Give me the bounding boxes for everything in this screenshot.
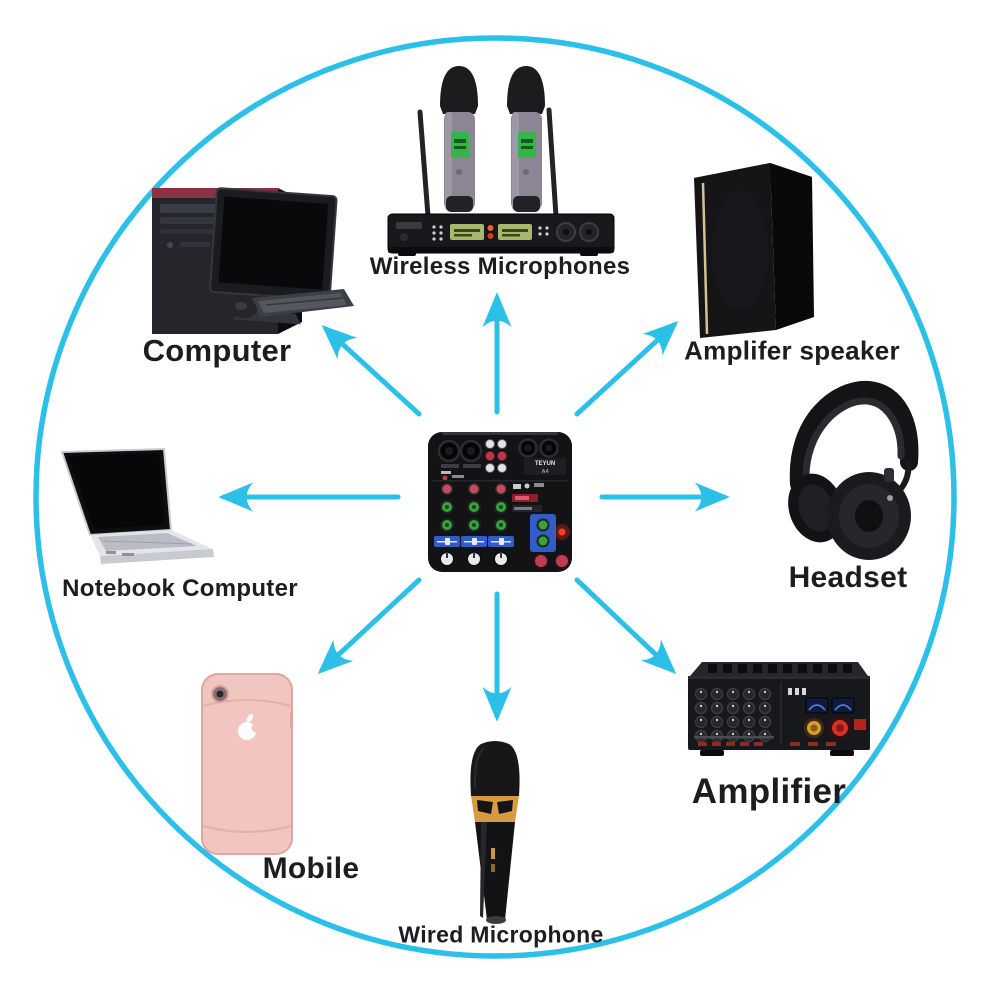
mixer-model-text: A4 (541, 469, 549, 475)
vu-meters (805, 697, 855, 714)
wired-microphone-illustration (470, 741, 520, 924)
wireless-microphones-illustration (387, 66, 615, 256)
label-amplifier-speaker: Amplifer speaker (684, 335, 900, 366)
receiver-antenna-left (417, 109, 431, 219)
arrow-down-right (574, 577, 677, 675)
arrow-up-right (574, 321, 679, 417)
enclosing-circle (33, 35, 957, 959)
computer-mouse (231, 300, 257, 318)
volume-knob-yellow (804, 718, 824, 738)
arrow-up-left (321, 325, 422, 417)
handheld-mic-2 (507, 66, 545, 212)
mixer-output-jacks (518, 438, 559, 458)
arrow-down-left (317, 577, 422, 674)
headset-illustration (788, 380, 919, 560)
mobile-illustration (201, 673, 293, 855)
label-computer: Computer (142, 333, 292, 368)
receiver-antenna-right (546, 107, 559, 219)
mixer-input-jacks (437, 439, 483, 481)
computer-keyboard (252, 289, 354, 317)
connection-arrows (218, 292, 730, 722)
computer-illustration (152, 187, 354, 334)
label-notebook-computer: Notebook Computer (62, 575, 298, 602)
mixer-master-section (512, 483, 570, 569)
audio-mixer-illustration: TEYUN A4 (428, 432, 572, 572)
label-wireless-microphones: Wireless Microphones (369, 253, 631, 280)
computer-monitor (209, 187, 338, 325)
mixer-channel-strips (434, 483, 514, 567)
phone-camera (211, 685, 239, 703)
apple-logo (238, 714, 261, 740)
mixer-brand-text: TEYUN (535, 461, 555, 467)
notebook-computer-illustration (60, 447, 214, 564)
label-wired-microphone: Wired Microphone (398, 921, 604, 948)
ear-cup-right (827, 468, 911, 560)
amplifier-speaker-illustration (694, 163, 814, 338)
label-mobile: Mobile (262, 852, 360, 885)
receiver-unit (387, 213, 615, 256)
handheld-mic-1 (440, 66, 478, 212)
volume-knob-red (829, 717, 851, 739)
label-headset: Headset (788, 561, 908, 594)
amplifier-illustration (688, 662, 870, 756)
mixer-rca-jacks (485, 439, 507, 473)
label-amplifier: Amplifier (691, 772, 847, 811)
